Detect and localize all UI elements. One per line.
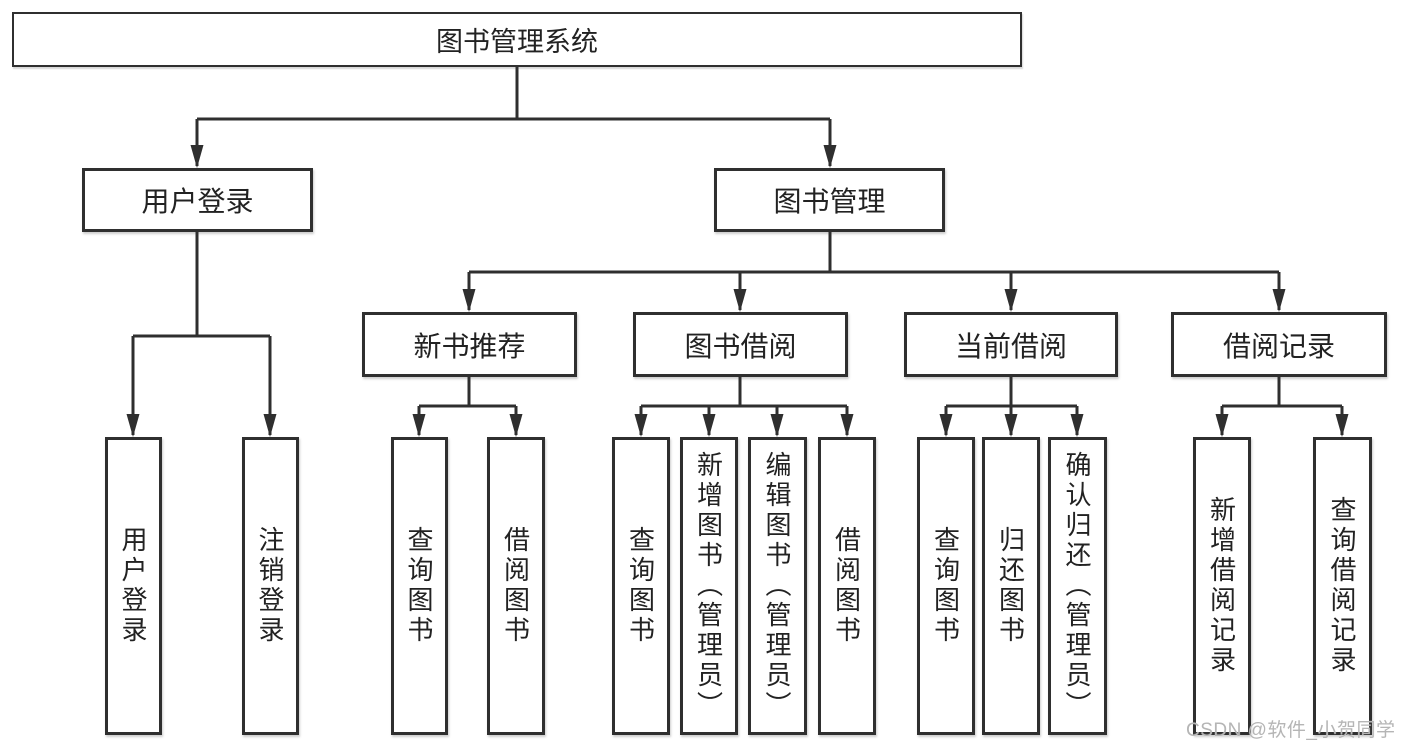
leaf-confirm-return-admin: 确认归还（管理员） bbox=[1048, 437, 1107, 735]
leaf-query-book-borrowing: 查询图书 bbox=[612, 437, 670, 735]
leaf-user-login: 用户登录 bbox=[105, 437, 162, 735]
node-user-login: 用户登录 bbox=[82, 168, 313, 232]
leaf-query-borrow-record: 查询借阅记录 bbox=[1313, 437, 1372, 735]
leaf-query-book-current: 查询图书 bbox=[917, 437, 975, 735]
node-borrowing-records: 借阅记录 bbox=[1171, 312, 1387, 377]
node-book-management: 图书管理 bbox=[714, 168, 945, 232]
arrowheads bbox=[126, 145, 1349, 437]
leaf-add-book-admin: 新增图书（管理员） bbox=[680, 437, 738, 735]
leaf-return-book: 归还图书 bbox=[982, 437, 1040, 735]
node-library-management-system: 图书管理系统 bbox=[12, 12, 1022, 67]
leaf-edit-book-admin: 编辑图书（管理员） bbox=[748, 437, 807, 735]
node-book-borrowing: 图书借阅 bbox=[633, 312, 848, 377]
node-current-borrowing: 当前借阅 bbox=[904, 312, 1118, 377]
node-new-book-recommend: 新书推荐 bbox=[362, 312, 577, 377]
csdn-watermark: CSDN @软件_小贺同学 bbox=[1186, 720, 1396, 741]
leaf-add-borrow-record: 新增借阅记录 bbox=[1193, 437, 1251, 735]
leaf-query-book-recommend: 查询图书 bbox=[391, 437, 448, 735]
leaf-logout: 注销登录 bbox=[242, 437, 299, 735]
leaf-borrow-book-recommend: 借阅图书 bbox=[487, 437, 545, 735]
leaf-borrow-book-borrowing: 借阅图书 bbox=[818, 437, 876, 735]
